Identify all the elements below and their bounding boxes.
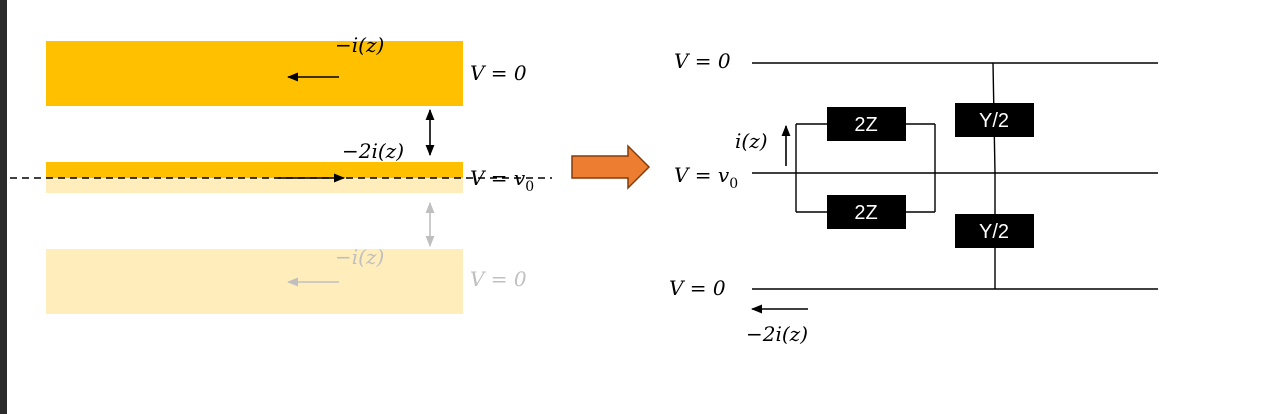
middle-plate — [46, 162, 463, 178]
admittance-label-lower: Y/2 — [979, 221, 1009, 243]
top-line-voltage-label: V = 0 — [674, 49, 731, 73]
top-plate-current-label: −i(z) — [335, 33, 384, 57]
bottom-plate-current-label: −i(z) — [335, 245, 384, 269]
admittance-box-lower — [955, 214, 1034, 248]
middle-plate-current-label: −2i(z) — [342, 139, 404, 163]
impedance-box-upper — [827, 107, 906, 141]
middle-plate-faded-half — [46, 178, 463, 193]
bottom-plate-voltage-label: V = 0 — [470, 267, 527, 291]
admittance-box-upper — [955, 103, 1034, 137]
admittance-label-upper: Y/2 — [979, 110, 1009, 132]
bottom-plate — [46, 249, 463, 314]
impedance-label-upper: 2Z — [854, 114, 877, 136]
middle-line-current-label: i(z) — [735, 129, 768, 153]
impedance-label-lower: 2Z — [854, 202, 877, 224]
middle-plate-voltage-label: V = v0 — [470, 166, 534, 195]
bottom-line-voltage-label: V = 0 — [669, 276, 726, 300]
bottom-line-current-label: −2i(z) — [746, 322, 808, 346]
top-plate-voltage-label: V = 0 — [470, 61, 527, 85]
middle-line-voltage-label: V = v0 — [674, 163, 738, 192]
window-edge-bar — [0, 0, 7, 414]
impedance-box-lower — [827, 195, 906, 229]
transform-arrow — [571, 144, 651, 190]
top-plate — [46, 41, 463, 106]
